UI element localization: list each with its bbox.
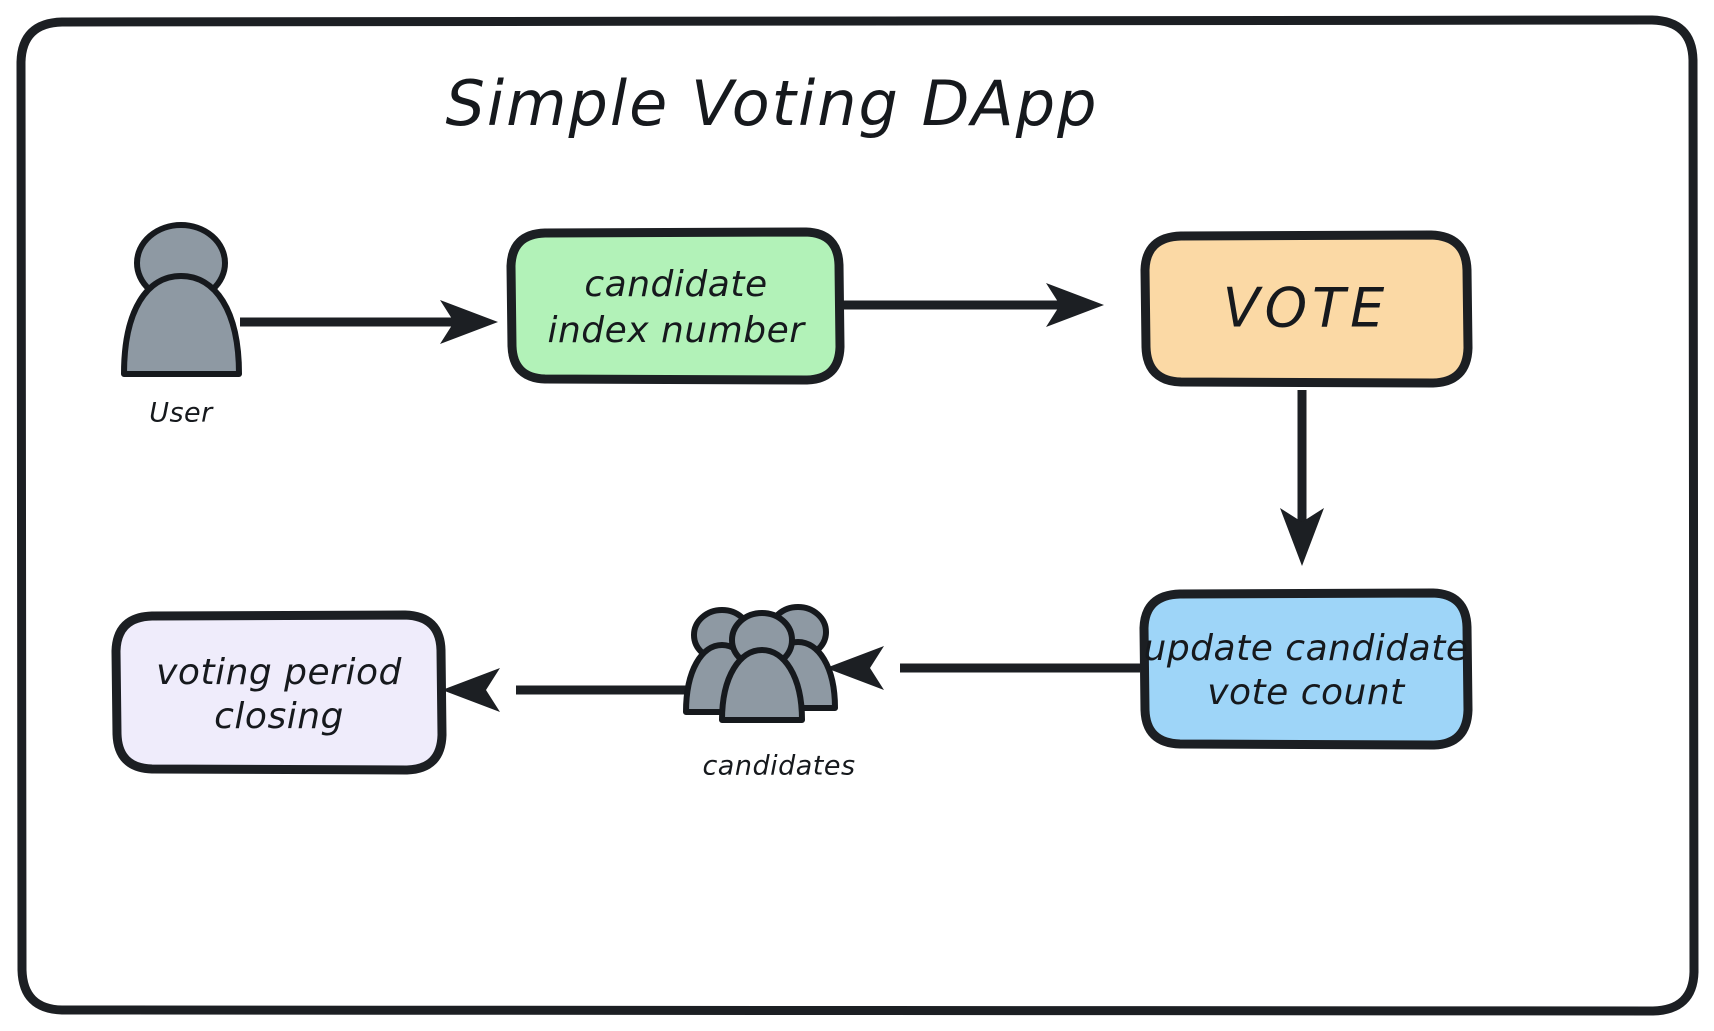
node-candidate-index[interactable]: candidate index number <box>506 227 845 385</box>
node-voting-period-closing[interactable]: voting period closing <box>111 610 447 775</box>
diagram-frame <box>16 15 1699 1016</box>
node-update-count[interactable]: update candidate vote count <box>1139 588 1473 750</box>
edge-update-count-to-candidates <box>826 646 1140 690</box>
update-count-box-shape <box>1139 588 1473 750</box>
person-icon <box>121 222 242 377</box>
edge-user-to-candidate-index <box>240 300 498 344</box>
voting-period-closing-line-2: closing <box>214 696 344 737</box>
node-candidates-label: candidates <box>702 751 855 782</box>
candidate-index-box-shape <box>506 227 845 385</box>
update-count-line-1: update candidate <box>1144 628 1469 669</box>
update-count-line-2: vote count <box>1207 672 1406 713</box>
node-user[interactable]: User <box>121 222 242 429</box>
edge-candidates-to-voting-period-closing <box>442 668 700 712</box>
node-vote[interactable]: VOTE <box>1140 230 1473 388</box>
node-user-label: User <box>149 398 214 429</box>
candidate-index-line-2: index number <box>547 310 806 351</box>
node-candidates[interactable]: candidates <box>683 604 856 782</box>
voting-period-closing-box-shape <box>111 610 447 775</box>
candidate-index-line-1: candidate <box>584 264 767 305</box>
vote-box-shape <box>1140 230 1473 388</box>
edge-candidate-index-to-vote <box>843 283 1104 327</box>
people-group-icon <box>683 604 838 723</box>
vote-box-label: VOTE <box>1223 277 1390 340</box>
diagram-title: Simple Voting DApp <box>446 67 1099 140</box>
edge-vote-to-update-count <box>1280 390 1324 566</box>
voting-period-closing-line-1: voting period <box>156 652 402 693</box>
